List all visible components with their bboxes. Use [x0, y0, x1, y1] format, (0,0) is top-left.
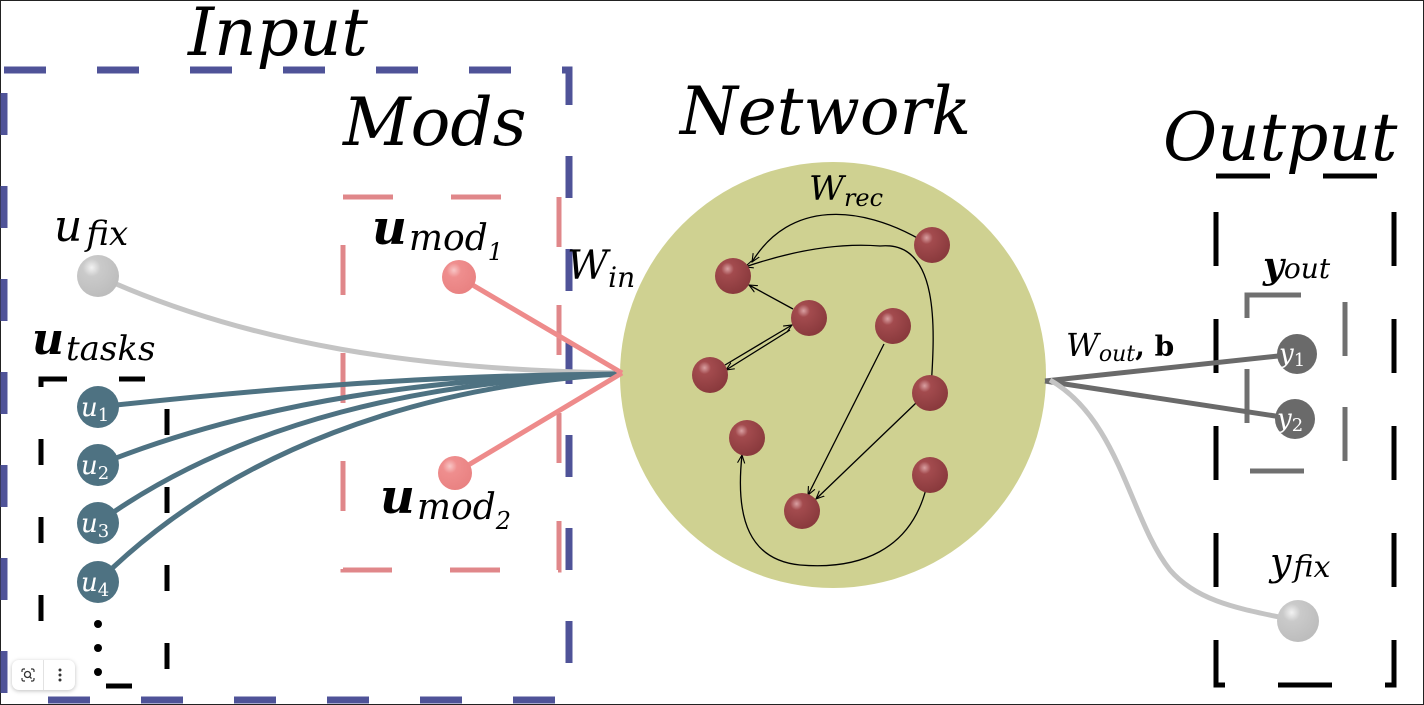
neuron	[784, 493, 820, 529]
tasks-label: utasks	[32, 314, 155, 369]
neuron	[729, 420, 765, 456]
fix-output-connection	[1048, 377, 1298, 624]
neuron	[875, 308, 911, 344]
neuron	[912, 375, 948, 411]
task-node-3: u3	[77, 502, 119, 544]
network-circle	[620, 162, 1046, 588]
tasks-group-box	[38, 376, 170, 689]
task-node-4: u4	[77, 561, 119, 603]
more-options-button[interactable]	[44, 660, 75, 690]
input-group-box	[0, 66, 573, 704]
recurrent-connections	[724, 213, 934, 567]
lens-icon	[20, 668, 35, 682]
fix-input-connection	[96, 273, 621, 376]
neuron	[914, 227, 950, 263]
network-title: Network	[678, 73, 971, 150]
yout-label: yout	[1262, 245, 1331, 287]
output-node-1: y1	[1277, 334, 1317, 374]
mod-2-label: umod2	[380, 469, 511, 535]
neuron	[692, 357, 728, 393]
mods-title: Mods	[342, 84, 526, 161]
wrec-label: Wrec	[809, 169, 883, 212]
svg-text:u4: u4	[81, 568, 109, 601]
rec-edge	[726, 329, 791, 370]
task-node-1: u1	[77, 386, 119, 428]
svg-text:u3: u3	[81, 509, 109, 542]
mod-1-label: umod1	[372, 200, 503, 266]
mod-input-connections	[453, 274, 624, 476]
neuron	[715, 258, 751, 294]
rec-edge	[745, 244, 934, 389]
rec-edge	[749, 285, 794, 310]
wout-label: Wout, b	[1066, 326, 1174, 367]
task-input-connections	[96, 371, 621, 584]
toolbar-divider	[43, 660, 44, 690]
win-label: Win	[567, 243, 635, 294]
rec-edge	[808, 343, 885, 495]
mod-connection-2	[453, 370, 624, 476]
rec-edge	[724, 325, 792, 366]
output-group-box	[1213, 173, 1397, 688]
rec-edge	[816, 402, 917, 499]
mod-connection-1	[457, 274, 624, 376]
mod-node-2	[438, 456, 472, 490]
mod-node-1	[442, 260, 476, 294]
rec-edge	[740, 455, 927, 567]
task-connection-4	[96, 371, 621, 584]
svg-text:y2: y2	[1276, 404, 1303, 436]
output-title: Output	[1163, 99, 1398, 176]
fix-output-node	[1277, 600, 1319, 642]
out-connection-1	[1044, 351, 1298, 384]
yout-group-box	[1244, 292, 1348, 474]
ellipsis-dots	[94, 620, 102, 676]
neuron	[791, 300, 827, 336]
svg-text:u1: u1	[81, 393, 109, 426]
lens-button[interactable]	[12, 660, 43, 690]
input-title: Input	[187, 0, 368, 71]
task-connection-3	[96, 371, 621, 526]
svg-text:y1: y1	[1278, 339, 1305, 371]
output-node-2: y2	[1275, 399, 1315, 439]
more-options-icon	[58, 668, 61, 682]
output-connections	[1044, 351, 1298, 422]
task-node-2: u2	[77, 444, 119, 486]
fix-input-node	[77, 255, 119, 297]
out-connection-2	[1044, 378, 1296, 422]
svg-text:u2: u2	[81, 451, 109, 484]
image-toolbar	[12, 660, 75, 690]
neuron	[912, 457, 948, 493]
rec-edge	[752, 213, 922, 262]
yfix-label: yfix	[1268, 540, 1330, 585]
neurons	[692, 227, 950, 529]
